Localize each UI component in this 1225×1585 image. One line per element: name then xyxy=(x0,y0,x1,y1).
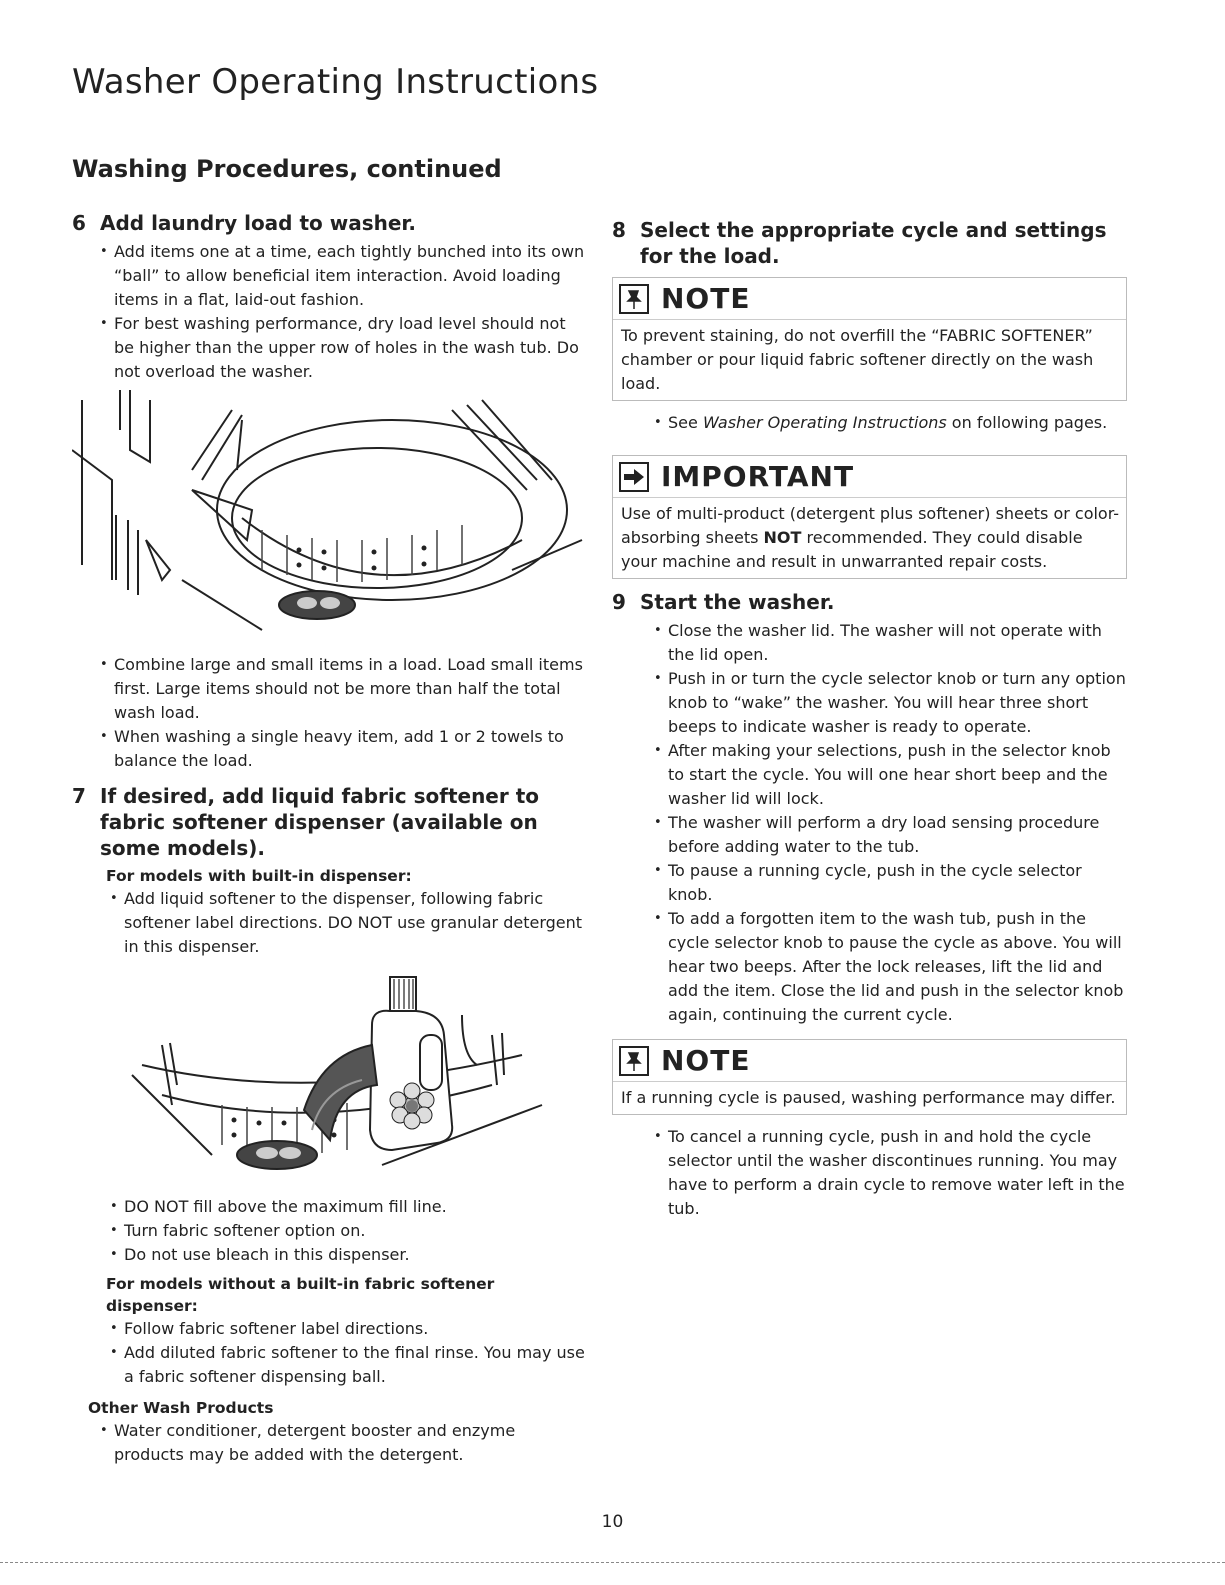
step-6-bullets-a: Add items one at a time, each tightly bu… xyxy=(72,240,587,384)
arrow-right-icon xyxy=(619,461,649,492)
cross-reference: Washer Operating Instructions xyxy=(702,413,947,432)
subheading-other-wash-products: Other Wash Products xyxy=(88,1399,274,1417)
list-item: After making your selections, push in th… xyxy=(654,739,1127,811)
page-bottom-rule xyxy=(0,1562,1225,1563)
other-products-bullets: Water conditioner, detergent booster and… xyxy=(72,1419,587,1467)
note-header: NOTE xyxy=(613,1040,1126,1082)
list-item: To cancel a running cycle, push in and h… xyxy=(654,1125,1127,1221)
step-7-heading: 7 If desired, add liquid fabric softener… xyxy=(72,783,587,861)
subheading-built-in: For models with built-in dispenser: xyxy=(106,867,412,885)
list-item: Turn fabric softener option on. xyxy=(110,1219,587,1243)
pushpin-icon xyxy=(619,283,649,314)
list-item: Add items one at a time, each tightly bu… xyxy=(100,240,587,312)
step-number: 6 xyxy=(72,211,86,235)
step-7-without-bullets: Follow fabric softener label directions.… xyxy=(72,1317,587,1389)
note-label: NOTE xyxy=(661,282,751,315)
step-7-after-bullets: DO NOT fill above the maximum fill line.… xyxy=(72,1195,587,1267)
list-item: Push in or turn the cycle selector knob … xyxy=(654,667,1127,739)
step-title: Start the washer. xyxy=(640,590,835,614)
list-item: DO NOT fill above the maximum fill line. xyxy=(110,1195,587,1219)
step-6-bullets-b: Combine large and small items in a load.… xyxy=(72,653,587,773)
note-text: If a running cycle is paused, washing pe… xyxy=(621,1088,1116,1107)
fabric-softener-illustration xyxy=(72,965,587,1195)
right-column: 8 Select the appropriate cycle and setti… xyxy=(612,217,1127,1227)
important-label: IMPORTANT xyxy=(661,460,855,493)
step-9-after-note-bullets: To cancel a running cycle, push in and h… xyxy=(612,1125,1127,1221)
step-6-heading: 6 Add laundry load to washer. xyxy=(72,210,587,236)
note-callout-2: NOTE If a running cycle is paused, washi… xyxy=(612,1039,1127,1115)
list-item: Water conditioner, detergent booster and… xyxy=(100,1419,587,1467)
page-number: 10 xyxy=(601,1512,624,1532)
important-callout: IMPORTANT Use of multi-product (detergen… xyxy=(612,455,1127,579)
note-label: NOTE xyxy=(661,1044,751,1077)
step-title: If desired, add liquid fabric softener t… xyxy=(100,784,539,860)
subheading-without-dispenser: For models without a built-in fabric sof… xyxy=(106,1275,495,1315)
list-item: Do not use bleach in this dispenser. xyxy=(110,1243,587,1267)
note-header: NOTE xyxy=(613,278,1126,320)
page-title: Washer Operating Instructions xyxy=(72,62,599,102)
list-item: When washing a single heavy item, add 1 … xyxy=(100,725,587,773)
note-callout: NOTE To prevent staining, do not overfil… xyxy=(612,277,1127,401)
list-item: For best washing performance, dry load l… xyxy=(100,312,587,384)
washer-tub-illustration xyxy=(71,390,587,645)
note-text: To prevent staining, do not overfill the… xyxy=(621,326,1094,393)
list-item: To pause a running cycle, push in the cy… xyxy=(654,859,1127,907)
step-8-bullets: See Washer Operating Instructions on fol… xyxy=(612,411,1127,435)
pushpin-icon xyxy=(619,1045,649,1076)
important-text: Use of multi-product (detergent plus sof… xyxy=(621,504,1120,571)
list-item: The washer will perform a dry load sensi… xyxy=(654,811,1127,859)
section-title: Washing Procedures, continued xyxy=(72,155,502,183)
list-item: To add a forgotten item to the wash tub,… xyxy=(654,907,1127,1027)
list-item: Add diluted fabric softener to the final… xyxy=(110,1341,587,1389)
step-9-bullets: Close the washer lid. The washer will no… xyxy=(612,619,1127,1027)
list-item: See Washer Operating Instructions on fol… xyxy=(654,411,1127,435)
list-item: Follow fabric softener label directions. xyxy=(110,1317,587,1341)
step-7-built-in-bullets: Add liquid softener to the dispenser, fo… xyxy=(72,887,587,959)
step-title: Add laundry load to washer. xyxy=(100,211,417,235)
list-item: Add liquid softener to the dispenser, fo… xyxy=(110,887,587,959)
step-title: Select the appropriate cycle and setting… xyxy=(640,218,1107,268)
list-item: Close the washer lid. The washer will no… xyxy=(654,619,1127,667)
left-column: 6 Add laundry load to washer. Add items … xyxy=(71,210,587,1473)
step-number: 7 xyxy=(72,784,86,808)
step-9-heading: 9 Start the washer. xyxy=(612,589,1127,615)
list-item: Combine large and small items in a load.… xyxy=(100,653,587,725)
step-8-heading: 8 Select the appropriate cycle and setti… xyxy=(612,217,1127,269)
emphasis: NOT xyxy=(763,528,802,547)
step-number: 9 xyxy=(612,590,626,614)
step-number: 8 xyxy=(612,218,626,242)
important-header: IMPORTANT xyxy=(613,456,1126,498)
